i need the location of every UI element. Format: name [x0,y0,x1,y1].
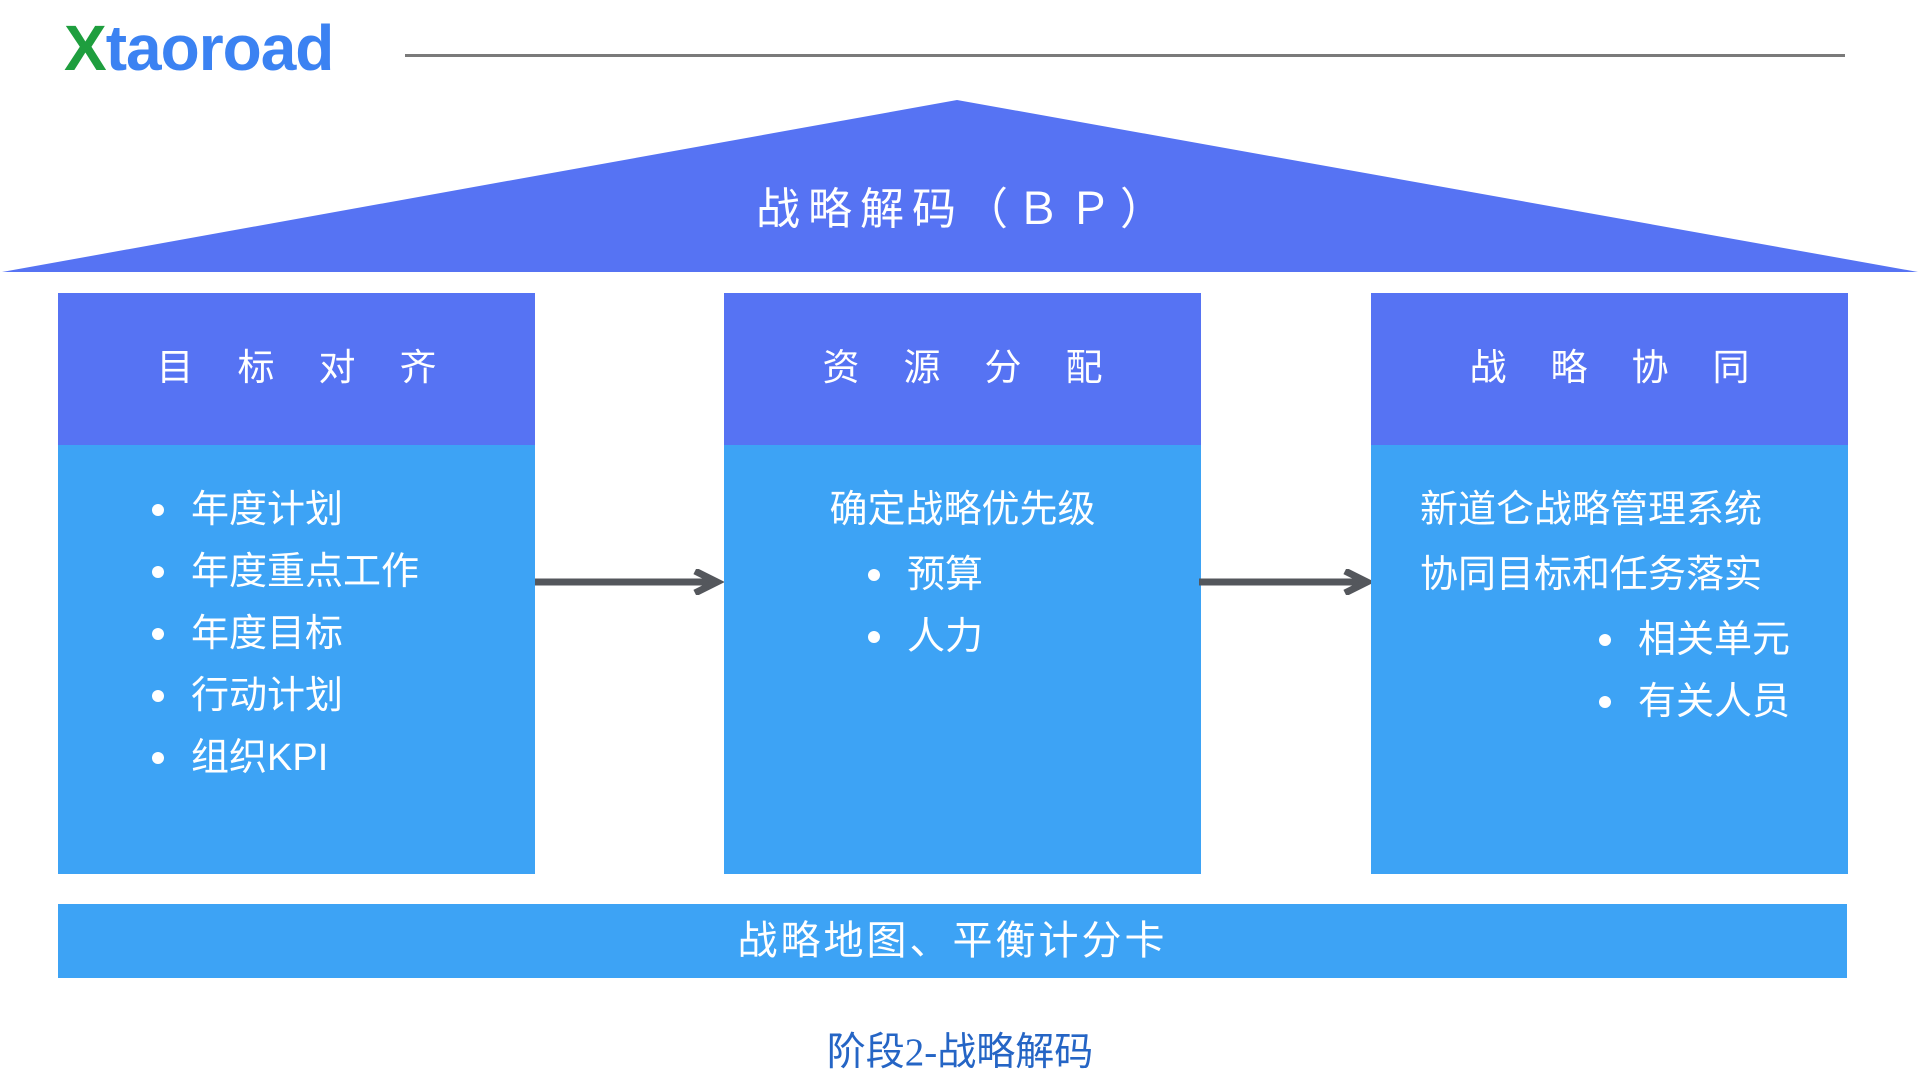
column-header: 资源分配 [724,293,1201,445]
bullet-dot-icon [868,631,880,643]
bullet-dot-icon [1599,696,1611,708]
logo-letter-x: X [64,12,107,84]
bullet-dot-icon [152,566,164,578]
list-item-label: 人力 [907,616,984,658]
column-body: 新道仑战略管理系统 协同目标和任务落实 相关单元 有关人员 [1371,445,1848,874]
banner-roof-shape [2,100,1918,272]
list-item: 年度重点工作 [58,551,535,593]
list-item: 有关人员 [1371,681,1848,723]
bullet-dot-icon [1599,634,1611,646]
right-arrow-icon [1199,569,1375,595]
bullet-dot-icon [152,752,164,764]
list-item: 相关单元 [1371,619,1848,661]
column-body: 确定战略优先级 预算 人力 [724,445,1201,874]
list-item-label: 行动计划 [191,675,344,717]
bullet-dot-icon [152,628,164,640]
list-item-label: 有关人员 [1638,681,1791,723]
list-item-label: 相关单元 [1638,619,1791,661]
header-divider-line [405,54,1845,57]
column-strategy-synergy: 战略协同 新道仑战略管理系统 协同目标和任务落实 相关单元 有关人员 [1371,293,1848,874]
column-body: 年度计划 年度重点工作 年度目标 行动计划 组织KPI [58,445,535,874]
list-item: 人力 [724,616,1201,658]
banner-title: 战略解码（ＢＰ） [756,185,1172,234]
body-intro-line: 确定战略优先级 [829,489,1096,531]
column-header: 战略协同 [1371,293,1848,445]
column-goal-alignment: 目标对齐 年度计划 年度重点工作 年度目标 行动计划 组织KPI [58,293,535,874]
body-intro-line: 协同目标和任务落实 [1420,554,1763,596]
bullet-dot-icon [868,569,880,581]
right-arrow-icon [535,569,725,595]
footer-bar: 战略地图、平衡计分卡 [58,904,1847,978]
list-item-label: 年度目标 [191,613,344,655]
list-item: 行动计划 [58,675,535,717]
stage-caption: 阶段2-战略解码 [826,1031,1094,1074]
column-resource-allocation: 资源分配 确定战略优先级 预算 人力 [724,293,1201,874]
bullet-dot-icon [152,690,164,702]
list-item-label: 年度重点工作 [191,551,420,593]
logo-text-taoroad: taoroad [105,12,335,84]
body-intro-line: 新道仑战略管理系统 [1420,489,1763,531]
list-item: 组织KPI [58,737,535,779]
list-item: 年度目标 [58,613,535,655]
list-item-label: 预算 [907,554,984,596]
list-item: 年度计划 [58,489,535,531]
list-item: 预算 [724,554,1201,596]
xtaoroad-logo: Xtaoroad [64,16,334,80]
list-item-label: 组织KPI [191,737,329,779]
bullet-dot-icon [152,504,164,516]
list-item-label: 年度计划 [191,489,344,531]
column-header: 目标对齐 [58,293,535,445]
